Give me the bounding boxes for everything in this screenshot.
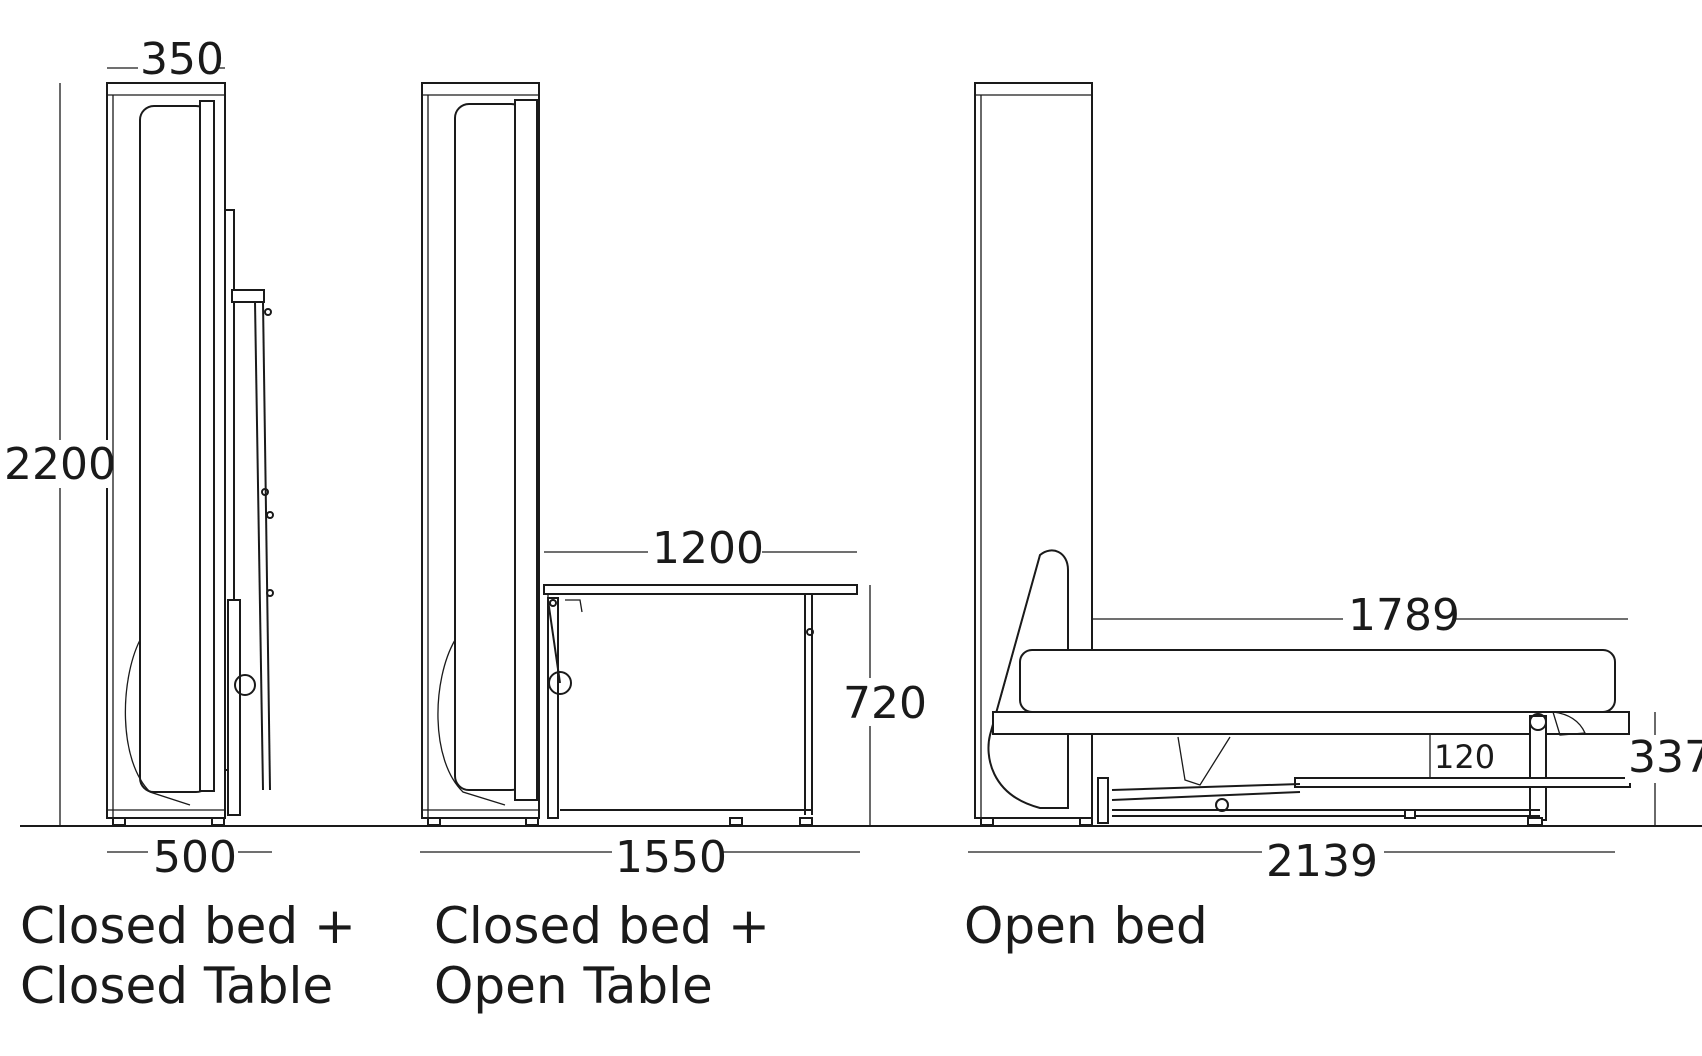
view-closed-bed-closed-table (106, 82, 274, 826)
dimension-depth-top: 350 (107, 34, 225, 85)
dimension-bed-length: 1789 (1092, 590, 1628, 641)
dimension-label-337: 337 (1628, 732, 1702, 783)
dimension-label-120: 120 (1434, 738, 1495, 776)
caption-view-1-line-1: Closed bed + (20, 897, 356, 955)
dimension-label-720: 720 (843, 678, 927, 729)
view-closed-bed-open-table (421, 82, 858, 826)
dimension-label-1789: 1789 (1348, 590, 1460, 641)
caption-view-1-line-2: Closed Table (20, 957, 333, 1015)
caption-view-3-line-1: Open bed (964, 897, 1208, 955)
dimension-label-1200: 1200 (652, 523, 764, 574)
view-open-bed (974, 82, 1631, 826)
dimension-label-350: 350 (140, 34, 224, 85)
caption-view-2-line-1: Closed bed + (434, 897, 770, 955)
dimension-table-height: 720 (840, 585, 927, 826)
dimension-bed-height: 337 (1625, 712, 1702, 826)
dimension-table-length: 1200 (544, 523, 857, 574)
dimension-label-500: 500 (153, 832, 237, 883)
dimension-depth-bottom: 500 (107, 830, 272, 883)
caption-view-2-line-2: Open Table (434, 957, 713, 1015)
dimension-leg-height: 120 (1429, 734, 1495, 778)
dimension-label-1550: 1550 (615, 832, 727, 883)
folded-mattress (124, 100, 215, 806)
open-table (543, 584, 858, 826)
open-mattress (992, 649, 1630, 735)
dimension-label-2200: 2200 (4, 439, 116, 490)
closed-table-frame (224, 209, 274, 816)
dimension-total-depth: 1550 (420, 830, 860, 883)
folded-mattress (437, 99, 538, 806)
dimension-label-2139: 2139 (1266, 836, 1378, 887)
dimension-total-depth-open: 2139 (968, 835, 1615, 887)
dimension-height: 2200 (4, 83, 116, 826)
